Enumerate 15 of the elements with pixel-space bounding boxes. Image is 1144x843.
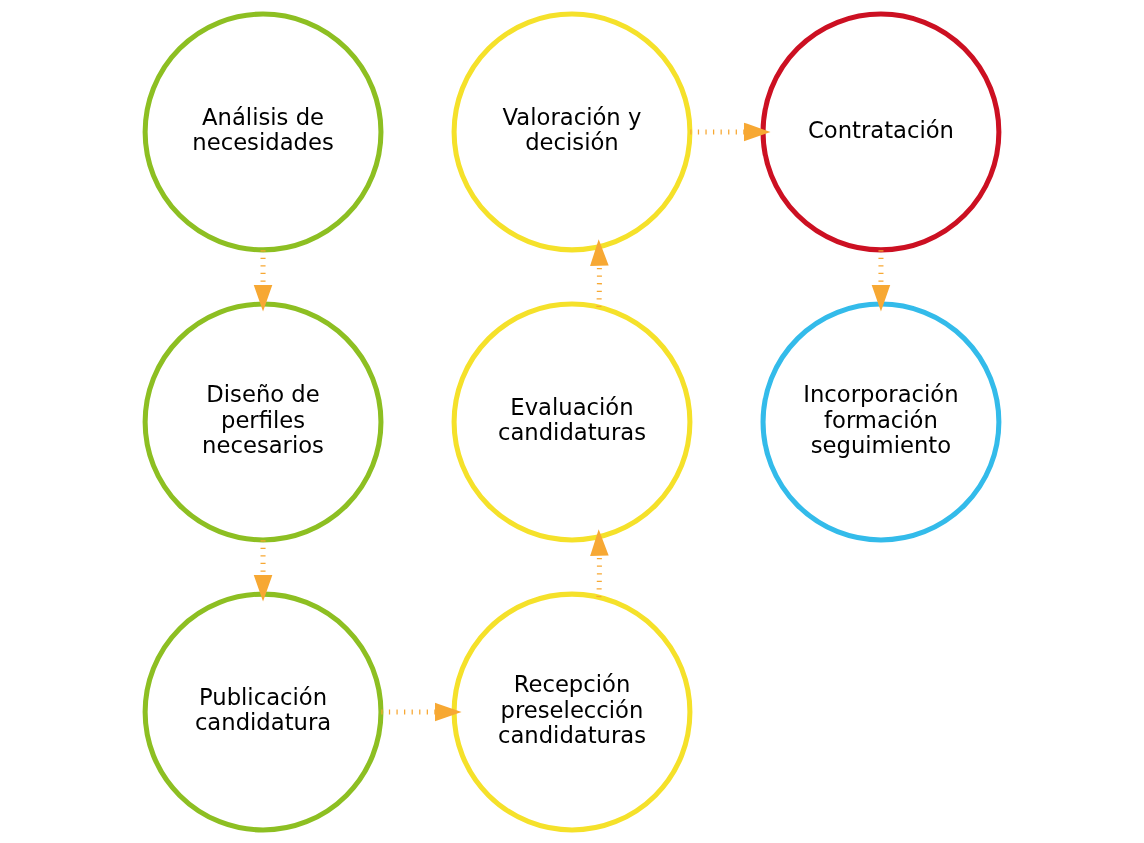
node-circle: Evaluación candidaturas: [451, 301, 693, 542]
node-circle: Diseño de perfiles necesarios: [142, 301, 384, 542]
arrow: [253, 539, 273, 602]
arrow: [253, 249, 273, 312]
arrow: [690, 122, 771, 141]
node-circle: Incorporación formación seguimiento: [760, 301, 1002, 542]
node-circle: Publicación candidatura: [142, 591, 384, 832]
node-circle: Recepción preselección candidaturas: [451, 591, 693, 832]
node-circle: Contratación: [760, 11, 1002, 252]
node-circle: Valoración y decisión: [451, 11, 693, 252]
arrow: [590, 238, 609, 307]
arrow: [381, 702, 462, 721]
arrow: [871, 249, 891, 312]
node-circle: Análisis de necesidades: [142, 11, 384, 252]
arrow: [590, 528, 609, 597]
